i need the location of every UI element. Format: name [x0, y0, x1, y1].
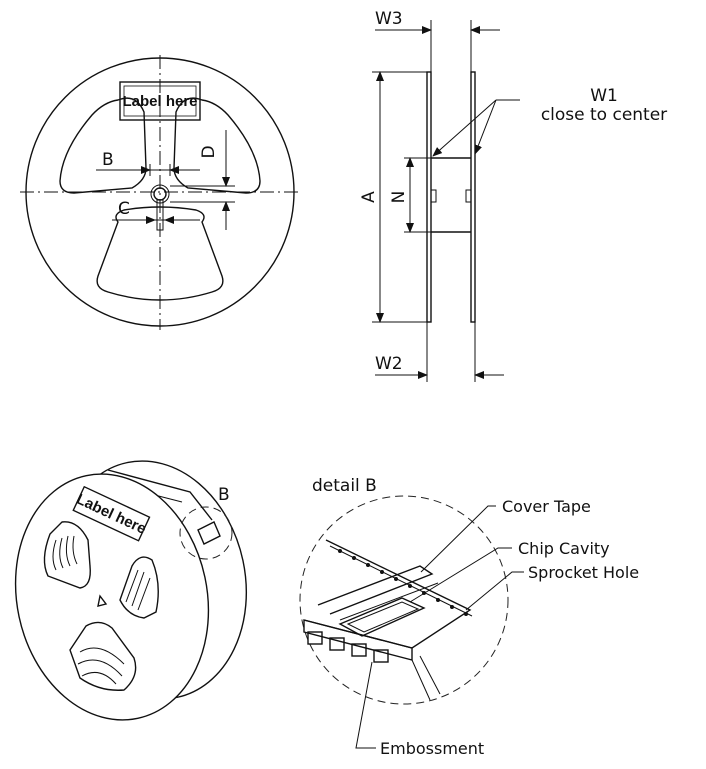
reel-label-box	[119, 81, 201, 121]
callout-chip-cavity-line	[409, 547, 512, 603]
dim-w1-label: W1	[590, 86, 618, 106]
reel-isometric-view: Label here B	[14, 460, 248, 721]
iso-window-right-hatch	[125, 569, 151, 611]
iso-detail-circle	[179, 506, 233, 560]
side-flange-left	[426, 71, 432, 323]
callout-embossment-line	[355, 661, 376, 749]
side-hub-key-left	[430, 189, 437, 203]
reel-label-inner	[123, 85, 197, 117]
side-flange-right	[470, 71, 476, 323]
dim-d-label: D	[199, 145, 219, 158]
dim-w1-arrow-left	[432, 99, 497, 157]
reel-hub-ring	[150, 184, 170, 204]
iso-window-bottom	[69, 621, 137, 691]
tape-trailing-lines	[411, 655, 441, 701]
dim-w1-arrow-right	[474, 99, 497, 155]
tape-front-edge	[303, 619, 413, 661]
callout-chip-cavity: Chip Cavity	[518, 539, 610, 558]
reel-drive-slot	[156, 199, 164, 231]
chip-cavity	[338, 597, 426, 637]
iso-hub-mark	[97, 594, 108, 607]
detail-boundary-circle	[299, 495, 509, 705]
emboss-pocket-2	[329, 637, 345, 651]
reel-front-view: Label here B C D	[20, 55, 300, 330]
reel-window-bottom	[96, 206, 224, 301]
reel-window-left	[59, 97, 147, 194]
iso-window-left	[43, 521, 91, 589]
callout-sprocket-hole-line	[465, 571, 524, 611]
detail-title: detail B	[312, 476, 377, 496]
dim-w3-label: W3	[375, 9, 403, 29]
dim-w2-label: W2	[375, 354, 403, 374]
emboss-pocket-4	[373, 649, 389, 663]
dim-a-label: A	[359, 191, 379, 203]
reel-label-text: Label here	[122, 93, 197, 110]
callout-embossment: Embossment	[380, 739, 484, 758]
iso-label-box	[72, 485, 151, 542]
side-hub-key-right	[465, 189, 472, 203]
dim-c-label: C	[118, 199, 130, 219]
callout-sprocket-hole: Sprocket Hole	[528, 563, 639, 582]
iso-front-flange	[14, 473, 210, 721]
cover-tape-edge	[339, 582, 439, 621]
iso-detail-pocket	[197, 521, 221, 545]
cover-tape-strip	[317, 565, 434, 615]
emboss-pocket-3	[351, 643, 367, 657]
iso-window-left-hatch	[52, 535, 78, 571]
dim-n-label: N	[389, 191, 409, 204]
iso-detail-marker: B	[218, 485, 230, 505]
tape-top-surface	[303, 539, 472, 649]
iso-window-bottom-hatch	[77, 647, 125, 685]
reel-side-view: W3 W1 close to center A N W2	[359, 9, 667, 382]
emboss-pocket-1	[307, 631, 323, 645]
dim-w1-note: close to center	[541, 105, 667, 125]
iso-tape-band-top	[107, 469, 213, 521]
callout-cover-tape: Cover Tape	[502, 497, 591, 516]
callout-cover-tape-line	[420, 505, 496, 573]
detail-b-view: detail B Cover	[299, 476, 639, 758]
iso-window-right	[119, 556, 159, 619]
chip-cavity-inner	[346, 601, 420, 633]
reel-window-right	[173, 97, 261, 194]
dim-b-label: B	[102, 150, 114, 170]
